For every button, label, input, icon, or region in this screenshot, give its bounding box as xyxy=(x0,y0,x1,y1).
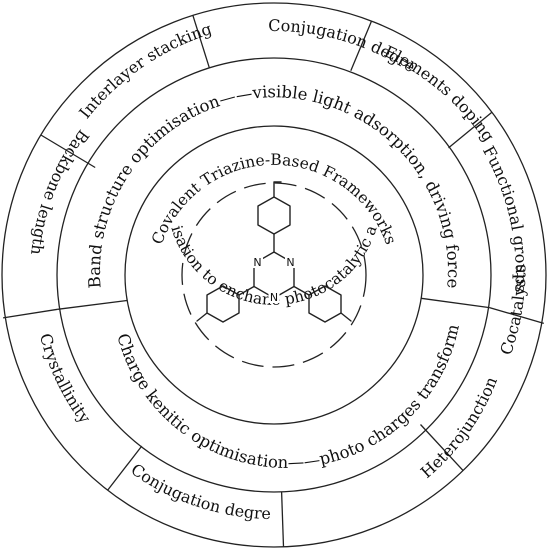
charge-kinetic-text: Charge kenitic optimisation——photo charg… xyxy=(113,322,463,472)
middle-ring xyxy=(56,57,492,493)
outer-dividers xyxy=(2,15,544,547)
nitrogen-label: N xyxy=(270,291,278,304)
inner-ring xyxy=(124,125,424,425)
middle-divider-right xyxy=(421,297,490,309)
nitrogen-label: N xyxy=(253,256,261,269)
nitrogen-label: N xyxy=(286,256,294,269)
phenyl-ring-top xyxy=(257,196,291,235)
dashed-ring xyxy=(181,182,367,368)
middle-divider-left xyxy=(57,299,128,310)
segment-label-crystallinity: Crystallinity xyxy=(36,331,95,426)
triazine-molecule: N N N xyxy=(196,181,352,323)
